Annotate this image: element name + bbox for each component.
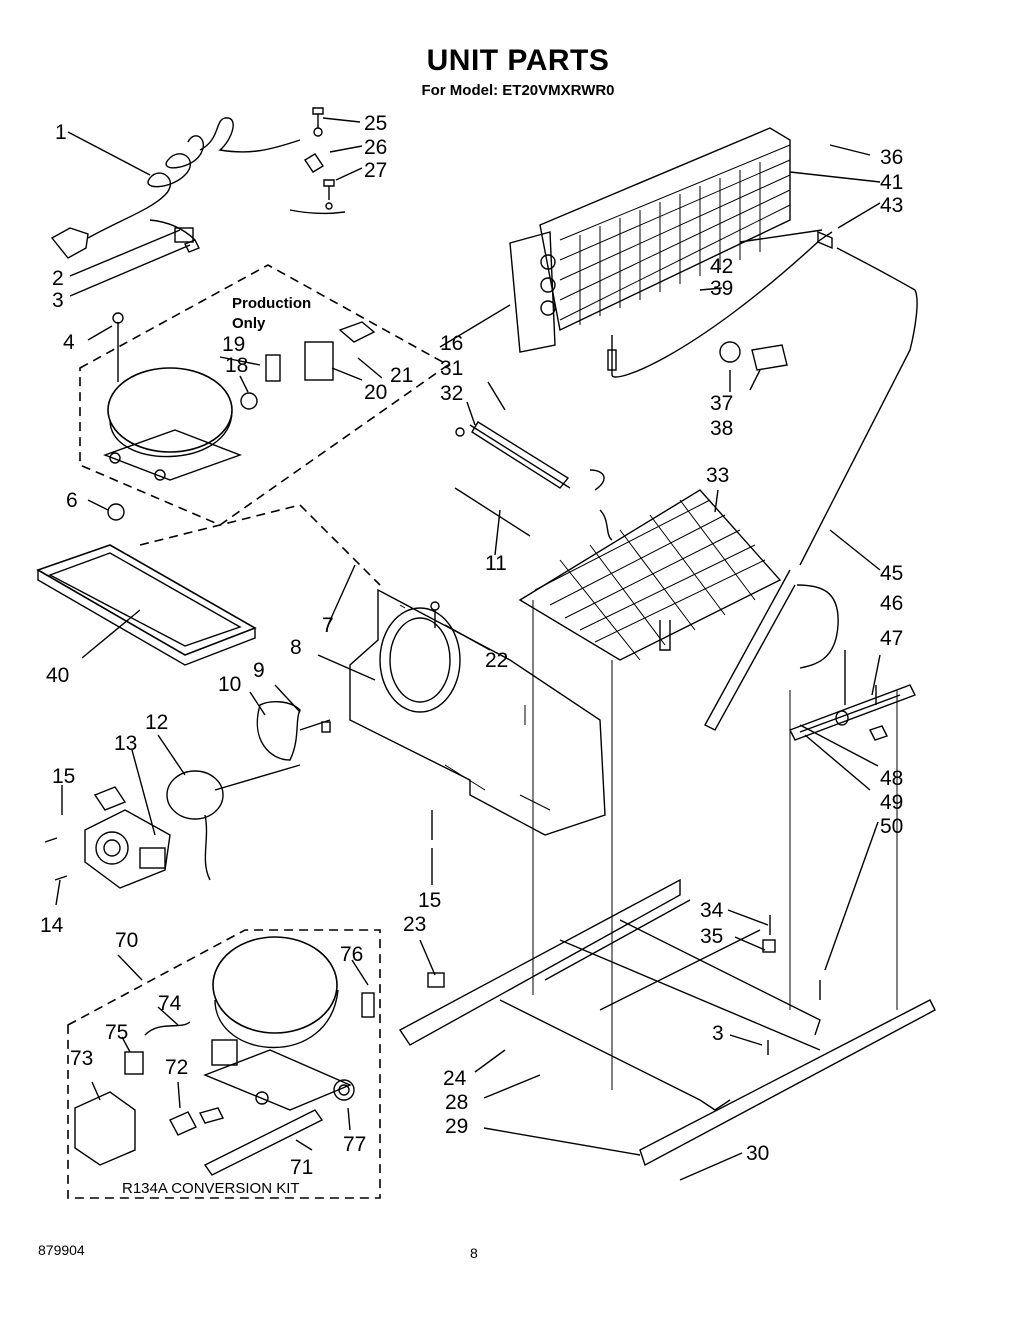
- callout-76: 76: [340, 943, 364, 966]
- callout-24: 24: [443, 1067, 467, 1090]
- callout-36: 36: [880, 146, 904, 169]
- callout-34: 34: [700, 899, 724, 922]
- callout-47: 47: [880, 627, 904, 650]
- relay-overload-parts: [240, 321, 376, 410]
- alignment-lines: [532, 600, 898, 1090]
- callout-18: 18: [225, 354, 249, 377]
- callout-48: 48: [880, 767, 904, 790]
- refrigerant-line-loop: [796, 584, 839, 669]
- callout-2: 2: [52, 267, 64, 290]
- callout-32: 32: [440, 382, 464, 405]
- fan-bracket: [349, 588, 606, 836]
- callout-38: 38: [710, 417, 734, 440]
- callout-21: 21: [390, 364, 414, 387]
- callout-37: 37: [710, 392, 734, 415]
- callout-46: 46: [880, 592, 904, 615]
- kit-accessories: [74, 1021, 324, 1176]
- only-label: Only: [232, 315, 266, 332]
- callout-4: 4: [63, 331, 75, 354]
- callout-7: 7: [322, 614, 334, 637]
- callout-28: 28: [445, 1091, 469, 1114]
- callout-12: 12: [145, 711, 169, 734]
- document-number: 879904: [38, 1242, 85, 1258]
- callout-35: 35: [700, 925, 724, 948]
- callout-8: 8: [290, 636, 302, 659]
- compressor-box: [79, 264, 450, 526]
- callout-40: 40: [46, 664, 70, 687]
- callout-42: 42: [710, 255, 734, 278]
- motor-bracket: [84, 786, 171, 889]
- callout-72: 72: [165, 1056, 189, 1079]
- callout-19: 19: [222, 333, 246, 356]
- callout-30: 30: [746, 1142, 770, 1165]
- callout-16: 16: [440, 332, 464, 355]
- callout-49: 49: [880, 791, 904, 814]
- refrigerant-line-lower: [704, 569, 796, 731]
- callout-31: 31: [440, 357, 464, 380]
- callout-11: 11: [485, 552, 507, 575]
- power-cord: [50, 117, 301, 259]
- tubing-dashed: [139, 504, 381, 586]
- callout-3b: 3: [712, 1022, 724, 1045]
- callout-39: 39: [710, 277, 734, 300]
- evaporator-coil: [509, 127, 833, 378]
- page-title: UNIT PARTS: [426, 44, 610, 77]
- production-label: Production: [232, 295, 312, 312]
- callout-33: 33: [706, 464, 730, 487]
- grommet-6: [107, 503, 125, 521]
- base-frame: [398, 878, 936, 1167]
- callout-75: 75: [105, 1021, 129, 1044]
- callout-1: 1: [55, 121, 67, 144]
- callout-15b: 15: [418, 889, 442, 912]
- callout-77: 77: [343, 1133, 367, 1156]
- conversion-kit-box: [67, 929, 381, 1199]
- screw-3: [184, 239, 200, 253]
- callout-73: 73: [70, 1047, 94, 1070]
- callout-20: 20: [364, 381, 388, 404]
- callout-10: 10: [218, 673, 242, 696]
- sensor-parts-37-38: [719, 341, 788, 371]
- fan-blade-motor: [166, 701, 331, 881]
- drain-tray-48-49: [789, 684, 916, 741]
- callout-25: 25: [364, 112, 388, 135]
- callout-71: 71: [290, 1156, 314, 1179]
- callout-70: 70: [115, 929, 139, 952]
- leader-lines: [55, 117, 881, 1181]
- callout-15: 15: [52, 765, 76, 788]
- callout-23: 23: [403, 913, 427, 936]
- screws-25-27: [289, 107, 346, 215]
- callout-26: 26: [364, 136, 388, 159]
- callout-6: 6: [66, 489, 78, 512]
- callout-27: 27: [364, 159, 388, 182]
- page-number: 8: [470, 1245, 478, 1261]
- model-subtitle: For Model: ET20VMXRWR0: [421, 82, 615, 99]
- clips-34-35: [762, 915, 821, 1055]
- callout-50: 50: [880, 815, 904, 838]
- dryer-and-capillary: [454, 421, 571, 537]
- condenser: [518, 469, 782, 661]
- compressor: [102, 312, 243, 481]
- callout-45: 45: [880, 562, 904, 585]
- callout-14: 14: [40, 914, 64, 937]
- screws-14-15: [44, 837, 68, 881]
- conversion-kit-label: R134A CONVERSION KIT: [122, 1180, 300, 1197]
- callout-3: 3: [52, 289, 64, 312]
- callout-74: 74: [158, 992, 182, 1015]
- refrigerant-line-45: [799, 247, 918, 566]
- callout-43: 43: [880, 194, 904, 217]
- drain-pan: [36, 544, 257, 666]
- callout-13: 13: [114, 732, 138, 755]
- callout-41: 41: [880, 171, 904, 194]
- callout-29: 29: [445, 1115, 469, 1138]
- callout-9: 9: [253, 659, 265, 682]
- callout-22: 22: [485, 649, 509, 672]
- kit-compressor: [203, 936, 375, 1111]
